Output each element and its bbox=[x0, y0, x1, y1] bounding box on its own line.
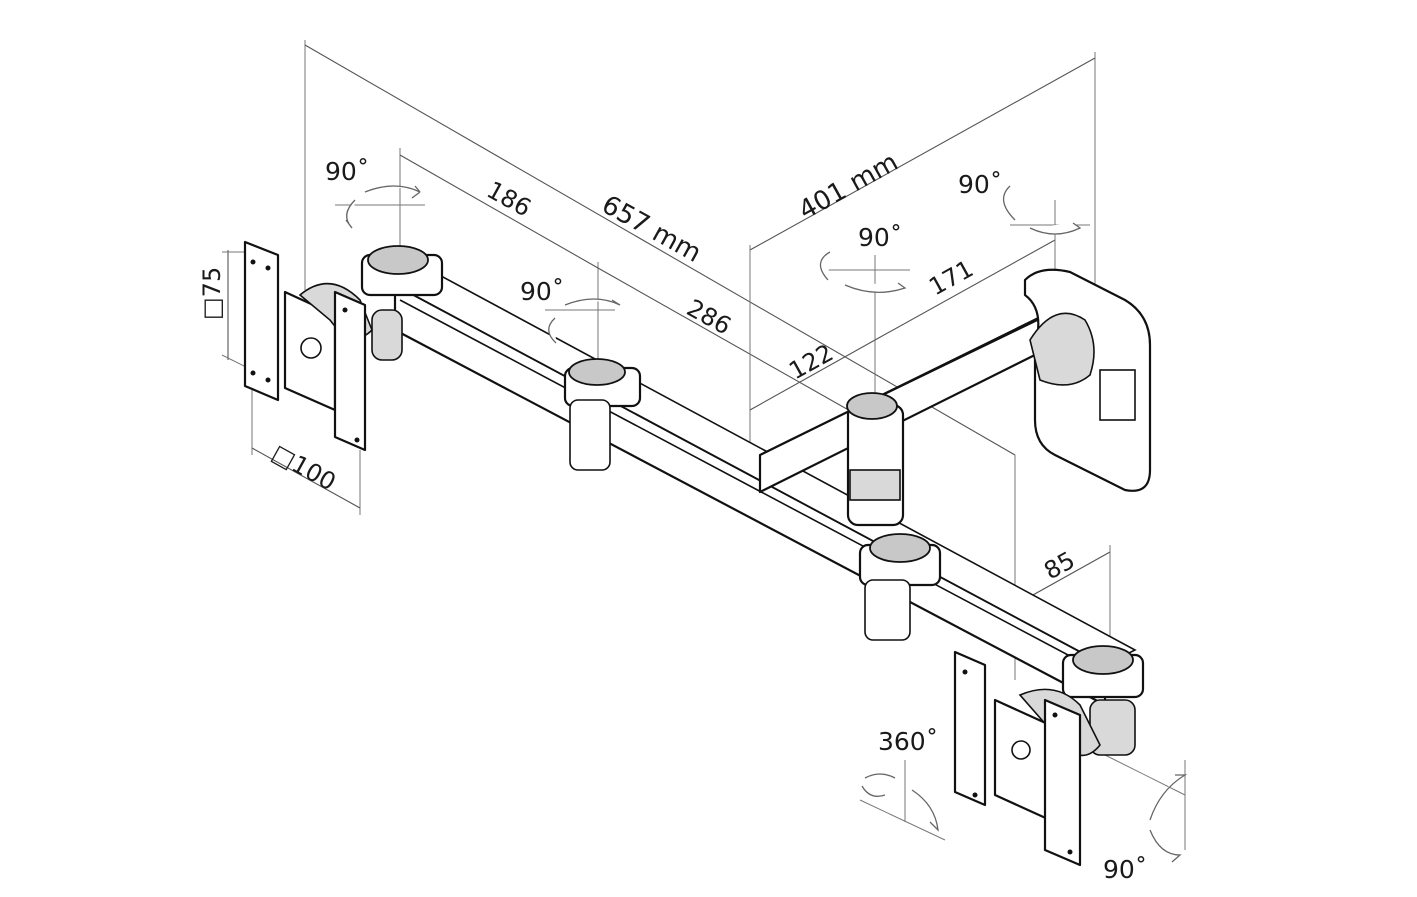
center-post bbox=[846, 392, 905, 527]
axis-tilt-bottom-base bbox=[1104, 754, 1186, 796]
clamp-shadow bbox=[1029, 312, 1095, 386]
rotation-label-mid: 90˚ bbox=[520, 277, 564, 306]
joint-left bbox=[360, 245, 444, 361]
joint-center-stem bbox=[864, 579, 911, 641]
vesa-hole bbox=[962, 669, 968, 675]
dim-vesa100-label: □100 bbox=[267, 439, 340, 497]
joint-mid-stem bbox=[569, 399, 611, 471]
clamp-grip bbox=[1099, 369, 1136, 421]
vesa-center-knob-left bbox=[300, 337, 322, 359]
dim-186-line bbox=[399, 154, 599, 269]
vesa-plate-right-back bbox=[953, 650, 987, 807]
vesa-hole bbox=[972, 792, 978, 798]
vesa-hole bbox=[265, 265, 271, 271]
vesa-hole bbox=[250, 259, 256, 265]
swivel-arrow-right bbox=[911, 789, 939, 832]
dim-vesa75-label: □75 bbox=[198, 267, 226, 320]
rotation-arrows bbox=[345, 185, 1188, 863]
dim-171-label: 171 bbox=[924, 255, 978, 302]
axis-swivel-base bbox=[859, 799, 946, 841]
rotation-label-bottom: 90˚ bbox=[1103, 855, 1147, 884]
joint-center-cap bbox=[869, 533, 931, 563]
rotate-arrow-left-v bbox=[345, 199, 356, 229]
rotate-arrow-right-h bbox=[1029, 222, 1082, 235]
vesa-plate-right-front bbox=[1043, 698, 1082, 867]
vesa-center-knob-right bbox=[1011, 740, 1031, 760]
rotation-label-swivel: 360˚ bbox=[878, 727, 938, 756]
joint-mid-cap bbox=[568, 358, 626, 386]
dim-657-label: 657 mm bbox=[597, 190, 706, 269]
joint-right bbox=[1061, 645, 1145, 756]
dim-286-label: 286 bbox=[682, 294, 736, 341]
vesa-hole bbox=[1052, 712, 1058, 718]
rotate-arrow-center-h bbox=[844, 282, 907, 293]
joint-left-cap bbox=[367, 245, 429, 275]
vesa-plate-right bbox=[953, 650, 1101, 867]
vesa-hole bbox=[265, 377, 271, 383]
dim-122-line bbox=[749, 339, 876, 411]
rotation-label-right: 90˚ bbox=[958, 170, 1002, 199]
beam-edge-line bbox=[399, 299, 1101, 673]
dim-401-label: 401 mm bbox=[794, 147, 903, 226]
vesa-hole bbox=[250, 370, 256, 376]
rotate-arrow-right-v bbox=[1003, 185, 1016, 221]
dim-85-label: 85 bbox=[1039, 546, 1079, 585]
tilt-arrow-bottom-up bbox=[1149, 774, 1188, 821]
vesa-hole bbox=[1067, 849, 1073, 855]
rotate-arrow-center-v bbox=[819, 251, 831, 281]
vesa-plate-left-front bbox=[333, 290, 367, 452]
center-post-body bbox=[846, 403, 905, 527]
joint-center-front bbox=[858, 533, 942, 641]
vesa-plate-left bbox=[243, 240, 373, 452]
rotation-label-center: 90˚ bbox=[858, 223, 902, 252]
desk-clamp bbox=[1023, 268, 1152, 492]
joint-right-cap bbox=[1072, 645, 1134, 675]
tilt-arrow-bottom-down bbox=[1149, 829, 1182, 863]
dim-186-label: 186 bbox=[482, 176, 536, 223]
vesa-plate-left-back bbox=[243, 240, 280, 402]
dim-vesa100-line bbox=[251, 447, 361, 509]
swivel-arrow-left bbox=[861, 773, 896, 797]
dim-401-line bbox=[749, 57, 1096, 251]
rotate-arrow-mid-v bbox=[548, 317, 557, 344]
dim-286-line bbox=[597, 267, 876, 426]
center-post-cap bbox=[846, 392, 898, 420]
rotate-arrow-left-h bbox=[364, 185, 421, 199]
vesa-hole bbox=[342, 307, 348, 313]
back-arm-front bbox=[758, 298, 1077, 494]
dim-171-line bbox=[874, 239, 1056, 341]
joint-mid bbox=[563, 358, 642, 471]
rotation-label-left: 90˚ bbox=[325, 157, 369, 186]
rotate-arrow-mid-h bbox=[564, 298, 621, 306]
center-post-band bbox=[849, 469, 901, 501]
joint-left-knuckle bbox=[371, 309, 403, 361]
vesa-hole bbox=[354, 437, 360, 443]
